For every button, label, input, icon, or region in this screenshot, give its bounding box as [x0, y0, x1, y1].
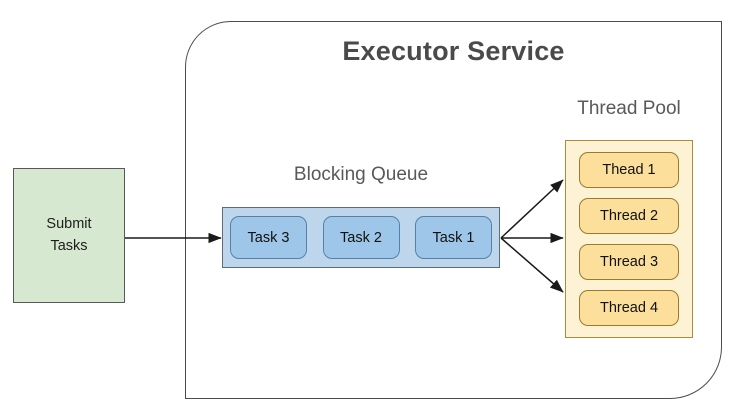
blocking-queue-label: Blocking Queue: [293, 164, 429, 185]
submit-tasks-line2: Tasks: [50, 237, 88, 254]
submit-tasks-label: Submit Tasks: [46, 214, 91, 256]
thread-pool-container: Thead 1 Thread 2 Thread 3 Thread 4: [565, 140, 693, 338]
thread-pool-label: Thread Pool: [577, 98, 681, 119]
task-item: Task 2: [322, 216, 400, 259]
task-item: Task 3: [230, 216, 307, 259]
blocking-queue-container: Task 3 Task 2 Task 1: [222, 207, 500, 268]
thread-item: Thead 1: [579, 152, 679, 188]
task-item: Task 1: [415, 216, 492, 259]
diagram-title: Executor Service: [342, 36, 565, 66]
submit-tasks-line1: Submit: [46, 216, 92, 233]
submit-tasks-box: Submit Tasks: [13, 168, 125, 303]
thread-item: Thread 2: [579, 198, 679, 234]
executor-service-container: [185, 21, 722, 399]
thread-item: Thread 4: [579, 290, 679, 326]
thread-item: Thread 3: [579, 244, 679, 280]
